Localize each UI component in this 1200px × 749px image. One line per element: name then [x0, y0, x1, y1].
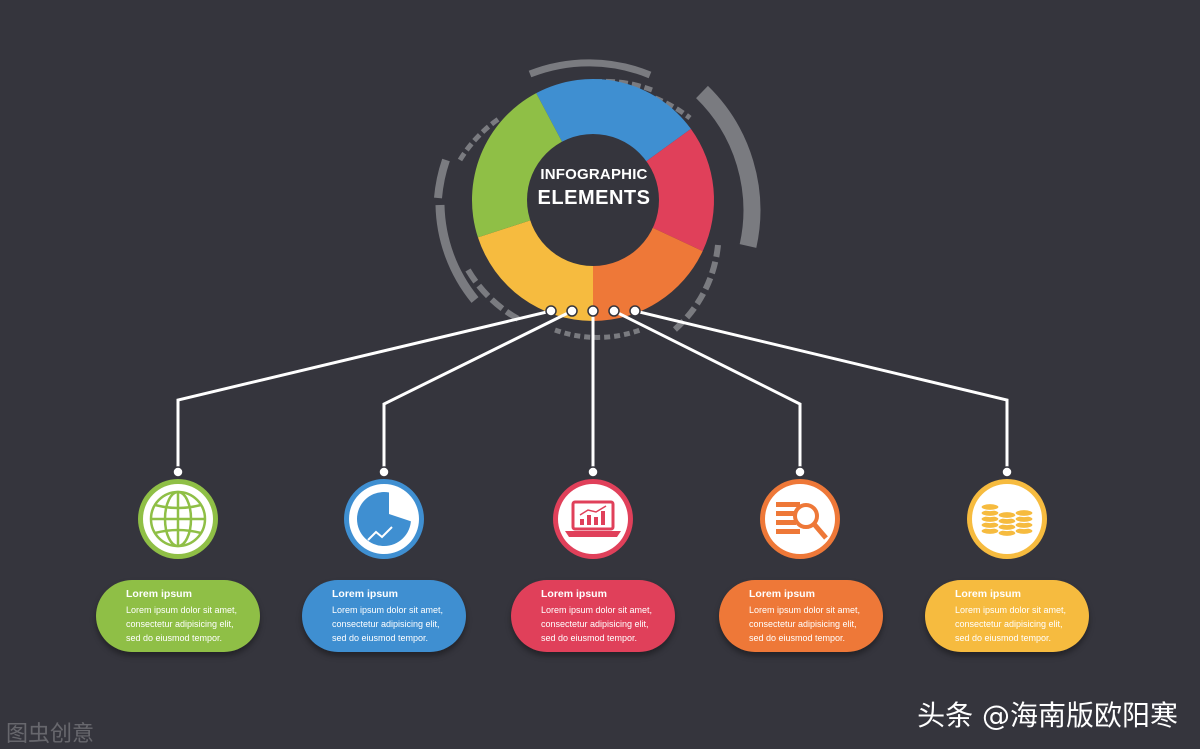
segment-orange	[593, 227, 703, 321]
card-heading: Lorem ipsum	[749, 588, 815, 600]
center-title: INFOGRAPHIC ELEMENTS	[530, 166, 658, 210]
magnifier-document-icon	[776, 502, 828, 540]
connector-lines	[176, 309, 1009, 472]
laptop-chart-icon	[565, 500, 621, 537]
card-text-line: Lorem ipsum dolor sit amet,	[332, 605, 444, 615]
card-text-line: sed do eiusmod tempor.	[541, 633, 638, 643]
info-card-4: Lorem ipsum Lorem ipsum dolor sit amet, …	[719, 580, 883, 652]
card-text-line: sed do eiusmod tempor.	[955, 633, 1052, 643]
donut-ring	[472, 79, 714, 321]
info-card-1: Lorem ipsum Lorem ipsum dolor sit amet, …	[96, 580, 260, 652]
card-heading: Lorem ipsum	[955, 588, 1021, 600]
card-text-line: Lorem ipsum dolor sit amet,	[749, 605, 861, 615]
icon-circle-2	[344, 479, 424, 559]
card-text-line: consectetur adipisicing elit,	[126, 619, 234, 629]
card-text-line: sed do eiusmod tempor.	[126, 633, 223, 643]
title-line-1: INFOGRAPHIC	[540, 166, 648, 183]
pie-chart-icon	[357, 490, 414, 546]
icon-circle-1	[138, 479, 218, 559]
icon-circle-3	[553, 479, 633, 559]
card-text-line: Lorem ipsum dolor sit amet,	[541, 605, 653, 615]
watermark-right: 头条 @海南版欧阳寒	[917, 699, 1178, 732]
card-heading: Lorem ipsum	[332, 588, 398, 600]
watermark-left: 图虫创意	[6, 722, 95, 747]
card-heading: Lorem ipsum	[126, 588, 192, 600]
card-text-line: consectetur adipisicing elit,	[955, 619, 1063, 629]
globe-icon	[149, 490, 207, 548]
card-text-line: consectetur adipisicing elit,	[541, 619, 649, 629]
card-text-line: Lorem ipsum dolor sit amet,	[955, 605, 1067, 615]
card-text-line: Lorem ipsum dolor sit amet,	[126, 605, 238, 615]
segment-yellow	[477, 219, 593, 321]
donut-hole	[527, 134, 659, 266]
card-text-line: sed do eiusmod tempor.	[332, 633, 429, 643]
card-text-line: consectetur adipisicing elit,	[749, 619, 857, 629]
segment-green	[472, 93, 563, 238]
icon-circle-4	[760, 479, 840, 559]
card-heading: Lorem ipsum	[541, 588, 607, 600]
card-text-line: consectetur adipisicing elit,	[332, 619, 440, 629]
segment-blue	[536, 79, 691, 163]
coin-stacks-icon	[980, 502, 1034, 538]
card-text-line: sed do eiusmod tempor.	[749, 633, 846, 643]
title-line-2: ELEMENTS	[537, 187, 651, 209]
segment-red	[644, 128, 714, 252]
info-card-5: Lorem ipsum Lorem ipsum dolor sit amet, …	[925, 580, 1089, 652]
connector-dots	[172, 305, 1013, 478]
info-card-3: Lorem ipsum Lorem ipsum dolor sit amet, …	[511, 580, 675, 652]
icon-circle-5	[967, 479, 1047, 559]
info-card-2: Lorem ipsum Lorem ipsum dolor sit amet, …	[302, 580, 466, 652]
